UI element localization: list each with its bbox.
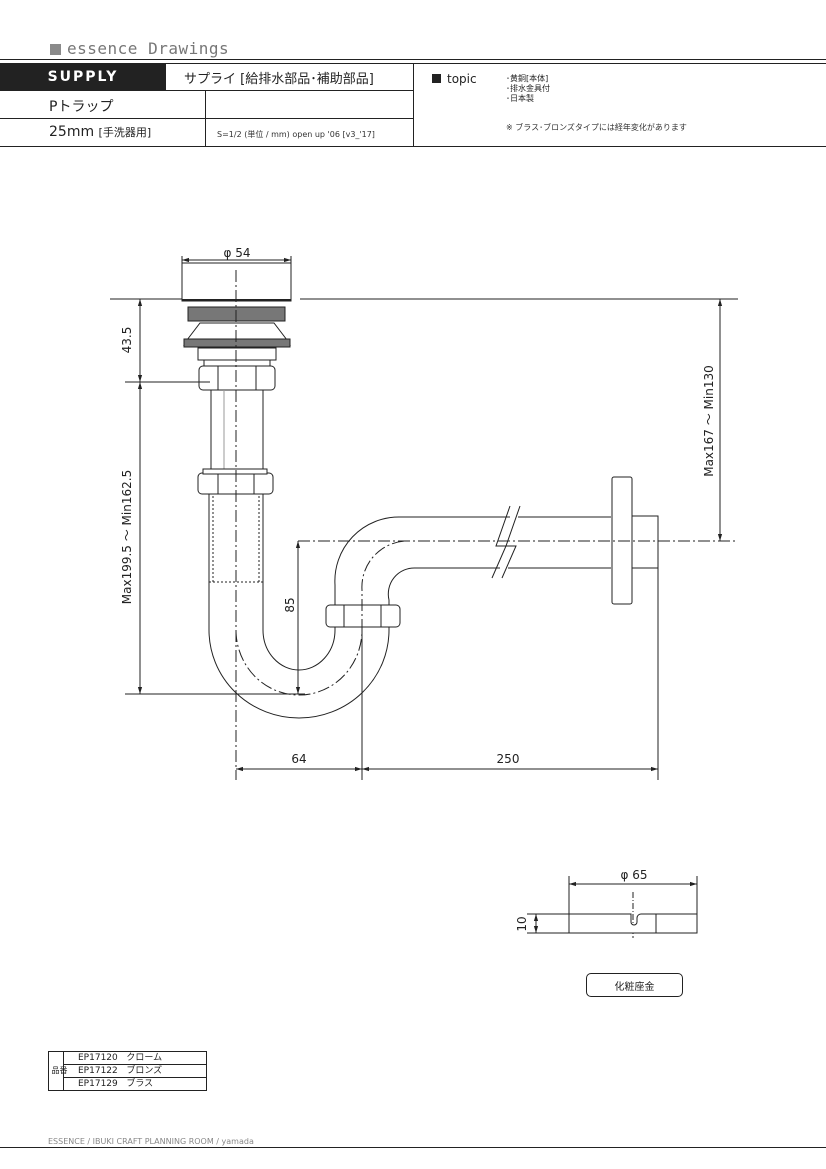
dim-text-escutcheon-height: 10 <box>515 916 529 931</box>
category-jp: サプライ [給排水部品･補助部品] <box>184 72 374 87</box>
scale-note: S=1/2 (単位 / mm) open up '06 [v3_'17] <box>217 130 375 139</box>
topic-heading: topic <box>432 72 477 86</box>
dim-text-top-diameter: φ 54 <box>224 246 251 260</box>
centerline-trap <box>235 540 409 696</box>
dim-text-vertical-range: Max199.5 ～ Min162.5 <box>120 470 134 604</box>
header-rule-4 <box>0 118 413 119</box>
brand-title: essence Drawings <box>50 39 229 58</box>
topic-label: topic <box>447 72 477 86</box>
topic-item: ･黄銅[本体] <box>506 74 549 83</box>
header-rule-3 <box>0 90 413 91</box>
product-side-label: 品番 <box>48 1051 68 1091</box>
topic-list: ･黄銅[本体] ･排水金具付 ･日本製 <box>506 74 550 104</box>
topic-note: ※ ブラス･ブロンズタイプには経年変化があります <box>506 123 687 132</box>
escutcheon-ring <box>568 913 698 934</box>
trap-bend <box>208 582 390 719</box>
header-divider-b <box>413 63 414 146</box>
footer-credit: ESSENCE / IBUKI CRAFT PLANNING ROOM / ya… <box>48 1137 254 1146</box>
topic-item: ･日本製 <box>506 94 534 103</box>
dim-text-bottom-left: 64 <box>291 752 306 766</box>
category-badge: SUPPLY <box>0 63 166 90</box>
product-cell: EP17129 ブラス <box>63 1077 207 1091</box>
product-size: 25mm [手洗器用] <box>49 124 151 140</box>
pipe-break-mark <box>491 505 511 579</box>
product-name: Pトラップ <box>49 99 114 115</box>
upper-nut <box>198 365 276 391</box>
trap-nut <box>325 604 401 628</box>
size-sub: [手洗器用] <box>98 126 152 139</box>
dim-text-trap: 85 <box>283 597 297 612</box>
footer-rule <box>0 1147 826 1148</box>
table-row: EP17129 ブラス <box>49 1077 207 1091</box>
escutcheon-label: 化粧座金 <box>586 973 683 997</box>
product-cell: EP17122 ブロンズ <box>63 1064 207 1078</box>
header-bottom-rule <box>0 146 826 147</box>
product-table: 品番 EP17120 クローム EP17122 ブロンズ EP17129 ブラス <box>48 1051 207 1091</box>
dim-text-upper: 43.5 <box>120 327 134 354</box>
brand-square-icon <box>50 44 61 55</box>
table-row: 品番 EP17120 クローム <box>48 1051 207 1091</box>
header-top-rule <box>0 59 826 60</box>
topic-square-icon <box>432 74 441 83</box>
dim-text-escutcheon-diameter: φ 65 <box>621 868 648 882</box>
topic-item: ･排水金具付 <box>506 84 550 93</box>
table-row: EP17122 ブロンズ <box>49 1064 207 1078</box>
dim-text-bottom-right: 250 <box>497 752 520 766</box>
product-cell: EP17120 クローム <box>63 1051 207 1065</box>
brand-text: essence Drawings <box>67 39 230 58</box>
size-main: 25mm <box>49 124 95 140</box>
header-divider-a <box>205 90 206 146</box>
dim-text-right-range: Max167 ～ Min130 <box>702 365 716 477</box>
